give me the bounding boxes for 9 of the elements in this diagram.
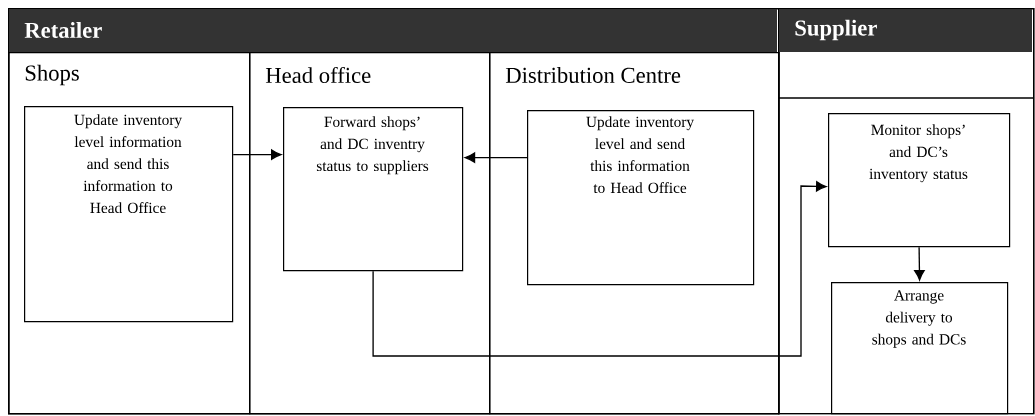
arrow — [464, 152, 528, 163]
process-box: Update inventory level information and send this information to Head Office — [24, 106, 234, 323]
arrow — [232, 149, 282, 160]
process-box: Monitor shops’ and DC’s inventory status — [828, 113, 1011, 248]
process-box: Update inventory level and send this information to Head Office — [527, 110, 755, 286]
arrow — [372, 181, 827, 357]
process-box: Arrange delivery to shops and DCs — [831, 282, 1009, 415]
process-box: Forward shops’ and DC inventry status to suppliers — [283, 107, 464, 272]
arrow — [914, 246, 925, 281]
